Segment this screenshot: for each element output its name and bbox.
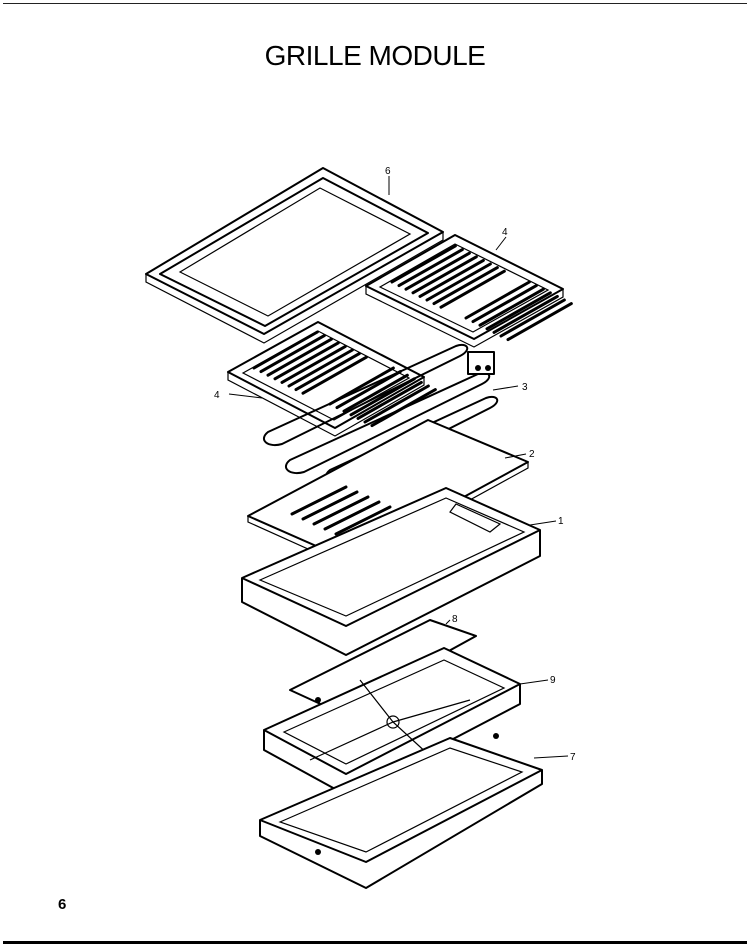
part-6-trim-frame — [145, 167, 444, 344]
grate-bar — [404, 251, 471, 291]
grate-bar — [287, 348, 354, 388]
leader-7 — [533, 755, 569, 759]
grate-bar — [356, 380, 423, 420]
leader-9 — [519, 679, 549, 685]
reflector-slot — [334, 505, 392, 536]
page-title: GRILLE MODULE — [264, 40, 486, 71]
grate-bar — [397, 248, 464, 288]
grate-bar — [335, 370, 402, 410]
grate-bar — [342, 373, 409, 413]
callout-2: 2 — [529, 449, 535, 460]
grate-bar — [471, 284, 538, 324]
grate-bar — [418, 258, 485, 298]
callout-9: 9 — [550, 675, 556, 686]
leader-4b — [228, 393, 263, 399]
grate-bar — [432, 266, 499, 306]
part-4-grate-right — [365, 234, 573, 348]
grate-bar — [478, 287, 545, 327]
callout-4b: 4 — [214, 390, 220, 401]
grate-bar — [492, 294, 559, 334]
grate-bar — [280, 344, 347, 384]
reflector-slot — [301, 490, 359, 521]
callout-7: 7 — [570, 752, 576, 763]
grate-bar — [301, 355, 368, 395]
reflector-slot — [290, 485, 348, 516]
grate-bar — [390, 244, 457, 284]
part-1-module-pan — [241, 487, 541, 656]
grate-bar — [294, 352, 361, 392]
grate-bar — [485, 291, 552, 331]
grate-bar — [411, 255, 478, 295]
reflector-slot — [323, 500, 381, 531]
callout-8: 8 — [452, 614, 458, 625]
page-frame — [3, 3, 747, 944]
grate-bar — [464, 280, 531, 320]
leader-1 — [529, 520, 557, 526]
grate-bar — [499, 298, 566, 338]
part-7-bottom-pan — [259, 733, 543, 889]
leader-2 — [504, 453, 527, 459]
callout-3: 3 — [522, 382, 528, 393]
callout-6: 6 — [385, 166, 391, 177]
grate-bar — [266, 337, 333, 377]
page-number: 6 — [58, 896, 67, 913]
callout-4a: 4 — [502, 227, 508, 238]
grate-bar — [273, 341, 340, 381]
leader-8 — [445, 619, 451, 625]
callout-1: 1 — [558, 516, 564, 527]
part-4-grate-left — [227, 321, 437, 437]
grate-bar — [439, 269, 506, 309]
grate-bar — [363, 384, 430, 424]
reflector-slot — [312, 495, 370, 526]
grate-bar — [506, 302, 573, 342]
grate-bar — [425, 262, 492, 302]
grate-bar — [259, 334, 326, 374]
leader-4a — [495, 236, 507, 251]
leader-3 — [492, 385, 519, 391]
grate-bar — [252, 330, 319, 370]
